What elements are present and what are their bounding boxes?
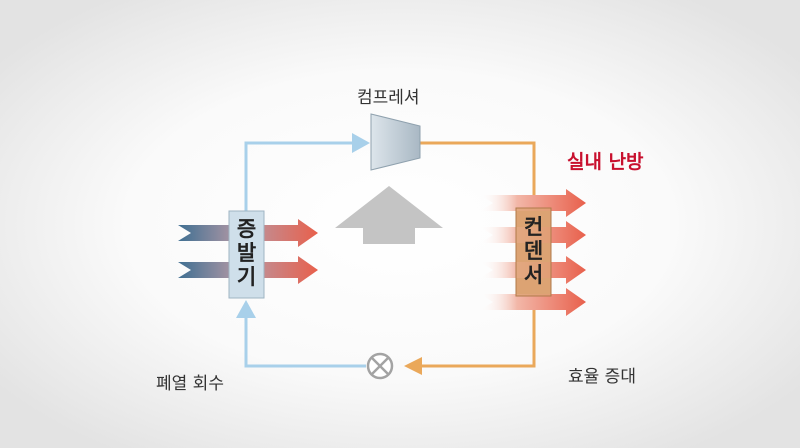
indoor-heating-label: 실내 난방 — [567, 151, 644, 173]
expansion-valve-icon — [366, 352, 394, 380]
condenser-char: 서 — [523, 263, 544, 287]
cold-refrigerant-line — [236, 133, 370, 368]
efficiency-increase-label: 효율 증대 — [568, 367, 636, 387]
evaporator-char: 발 — [236, 241, 257, 265]
evaporator-char: 기 — [236, 265, 257, 289]
evaporator-box — [228, 210, 265, 299]
compressor-icon — [370, 113, 421, 171]
condenser-char: 덴 — [523, 239, 544, 263]
condenser-char: 컨 — [523, 215, 544, 239]
waste-heat-recovery-label: 폐열 회수 — [156, 374, 224, 394]
compressor-label: 컴프레셔 — [357, 88, 420, 108]
condenser-label: 컨 덴 서 — [516, 215, 551, 287]
evaporator-char: 증 — [236, 217, 257, 241]
hot-refrigerant-line — [404, 141, 536, 375]
evaporator-label: 증 발 기 — [229, 217, 264, 289]
heat-flow-up-arrow-icon — [335, 186, 443, 244]
